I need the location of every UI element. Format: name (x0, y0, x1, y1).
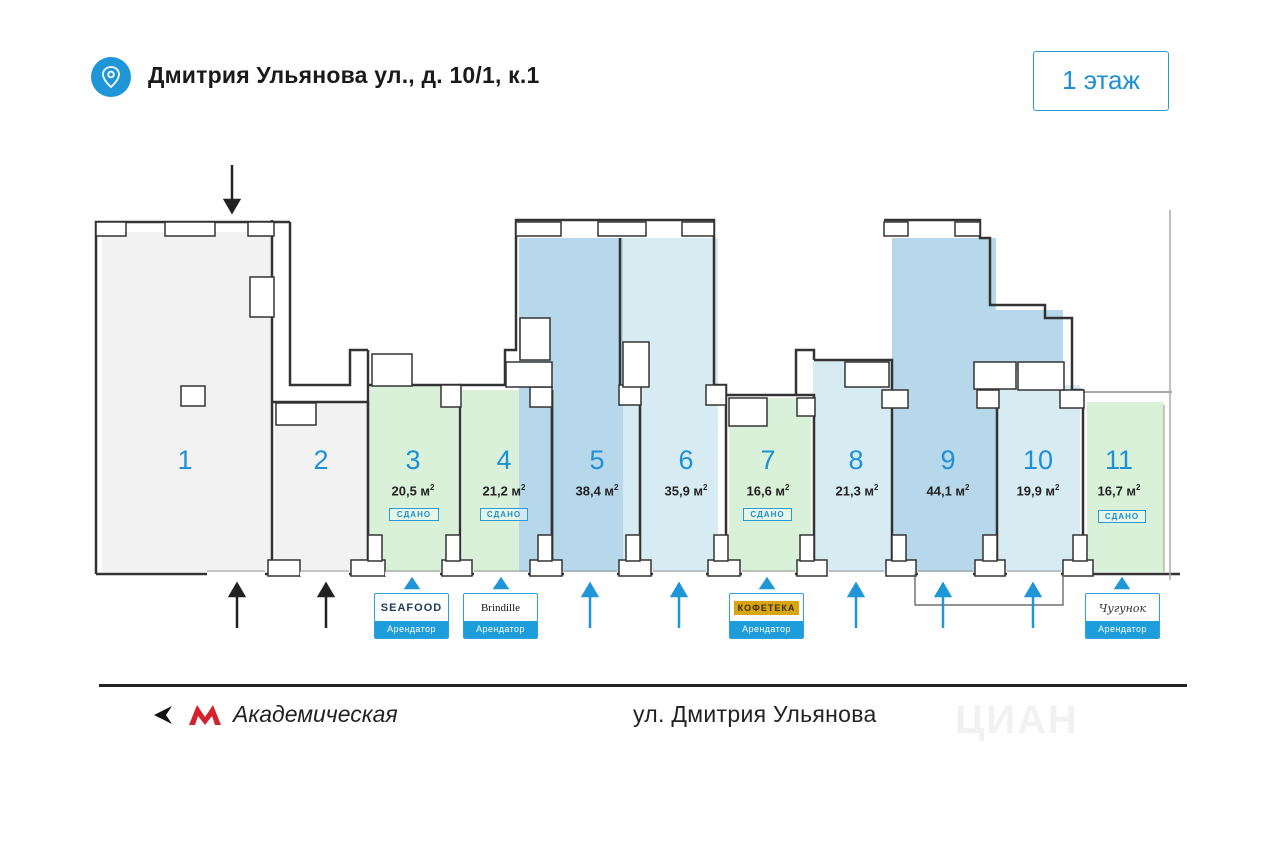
unit-area-3: 20,5 м2 (391, 483, 435, 499)
unit-number-2[interactable]: 2 (313, 445, 329, 475)
unit-number-9[interactable]: 9 (940, 445, 956, 475)
kofeteka-logo: КОФЕТЕКА (730, 594, 803, 622)
unit-area-10: 19,9 м2 (1016, 483, 1060, 499)
tenant-caption: Арендатор (464, 621, 537, 638)
rented-badge-11: СДАНО (1098, 510, 1146, 523)
unit-9-annex (985, 310, 1063, 370)
unit-3-room (370, 385, 458, 572)
unit-number-3[interactable]: 3 (405, 445, 421, 475)
unit-10-room (997, 385, 1080, 572)
floor-selector[interactable]: 1 этаж (1033, 51, 1169, 111)
location-pin-icon (91, 57, 131, 97)
unit-number-4[interactable]: 4 (496, 445, 512, 475)
unit-7-room (729, 398, 811, 572)
unit-number-6[interactable]: 6 (678, 445, 694, 475)
unit-number-8[interactable]: 8 (848, 445, 864, 475)
seafood-logo: SEAFOOD (380, 602, 443, 614)
unit-number-7[interactable]: 7 (760, 445, 776, 475)
street-name: ул. Дмитрия Ульянова (633, 701, 877, 727)
unit-2-room (275, 402, 366, 572)
brindille-logo: Brindille (480, 602, 521, 614)
unit-area-9: 44,1 м2 (926, 483, 970, 499)
watermark: ЦИАН (955, 698, 1079, 742)
rented-badge-4: СДАНО (480, 508, 528, 521)
tenant-card-brindille[interactable]: Brindille Арендатор (463, 593, 538, 639)
unit-area-8: 21,3 м2 (835, 483, 879, 499)
address-title: Дмитрия Ульянова ул., д. 10/1, к.1 (148, 62, 540, 88)
rented-badge-7: СДАНО (743, 508, 792, 521)
unit-area-5: 38,4 м2 (575, 483, 619, 499)
unit-area-6: 35,9 м2 (664, 483, 708, 499)
tenant-caption: Арендатор (375, 621, 448, 638)
unit-area-4: 21,2 м2 (482, 483, 526, 499)
unit-area-11: 16,7 м2 (1097, 483, 1141, 499)
metro-m-icon (189, 705, 221, 725)
tenant-card-ugolok[interactable]: Чугунок Арендатор (1085, 593, 1160, 639)
unit-number-5[interactable]: 5 (589, 445, 605, 475)
unit-area-7: 16,6 м2 (746, 483, 790, 499)
tenant-card-kofeteka[interactable]: КОФЕТЕКА Арендатор (729, 593, 804, 639)
unit-number-11[interactable]: 11 (1104, 445, 1134, 475)
metro-station-name: Академическая (233, 701, 398, 727)
unit-number-10[interactable]: 10 (1022, 445, 1054, 475)
street-line (99, 684, 1187, 687)
unit-11-room (1087, 402, 1164, 572)
tenant-card-seafood[interactable]: SEAFOOD Арендатор (374, 593, 449, 639)
ugolok-logo: Чугунок (1098, 601, 1147, 615)
tenant-caption: Арендатор (730, 621, 803, 638)
tenant-caption: Арендатор (1086, 621, 1159, 638)
arrow-left-icon (154, 706, 172, 724)
rented-badge-3: СДАНО (389, 508, 439, 521)
unit-number-1[interactable]: 1 (177, 445, 193, 475)
